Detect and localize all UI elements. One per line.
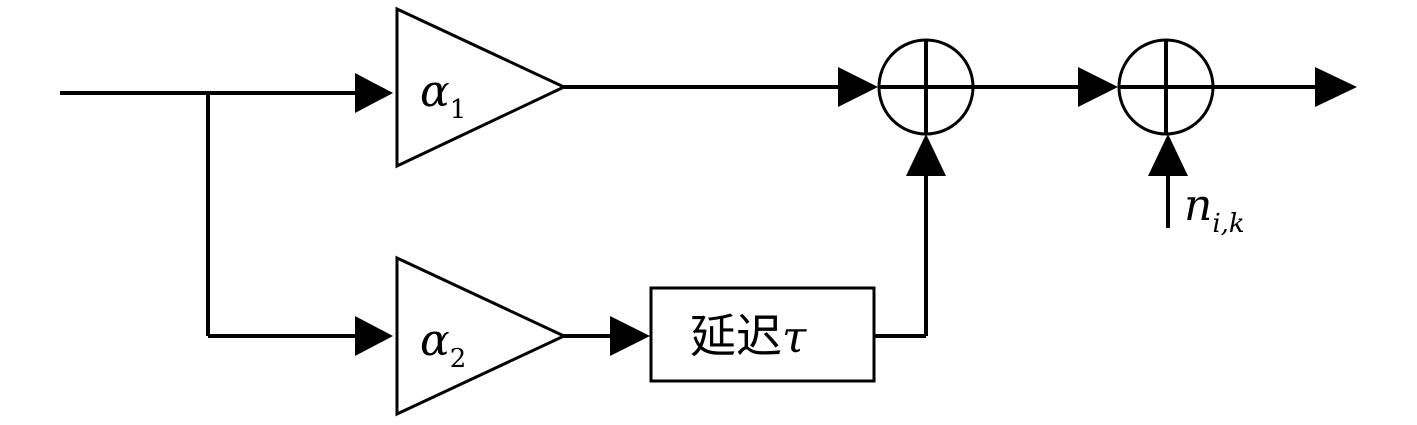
amplifier-top: [395, 6, 568, 169]
arrow-up-to-sum1: [906, 134, 946, 176]
amplifier-bottom: [395, 255, 568, 417]
arrow-to-amp-top: [355, 73, 393, 113]
noise-label: ni,k: [1184, 180, 1245, 239]
arrow-to-sum1: [838, 67, 878, 107]
output-arrow: [1315, 67, 1357, 107]
amplifier-top-label: α1: [420, 66, 466, 125]
arrow-to-amp-bottom: [355, 316, 393, 356]
arrow-noise-to-sum2: [1148, 134, 1188, 176]
arrow-to-sum2: [1078, 67, 1118, 107]
delay-block-label: 延迟τ: [690, 309, 807, 363]
amplifier-bottom-label: α2: [420, 315, 466, 374]
arrow-to-delay: [610, 316, 650, 356]
